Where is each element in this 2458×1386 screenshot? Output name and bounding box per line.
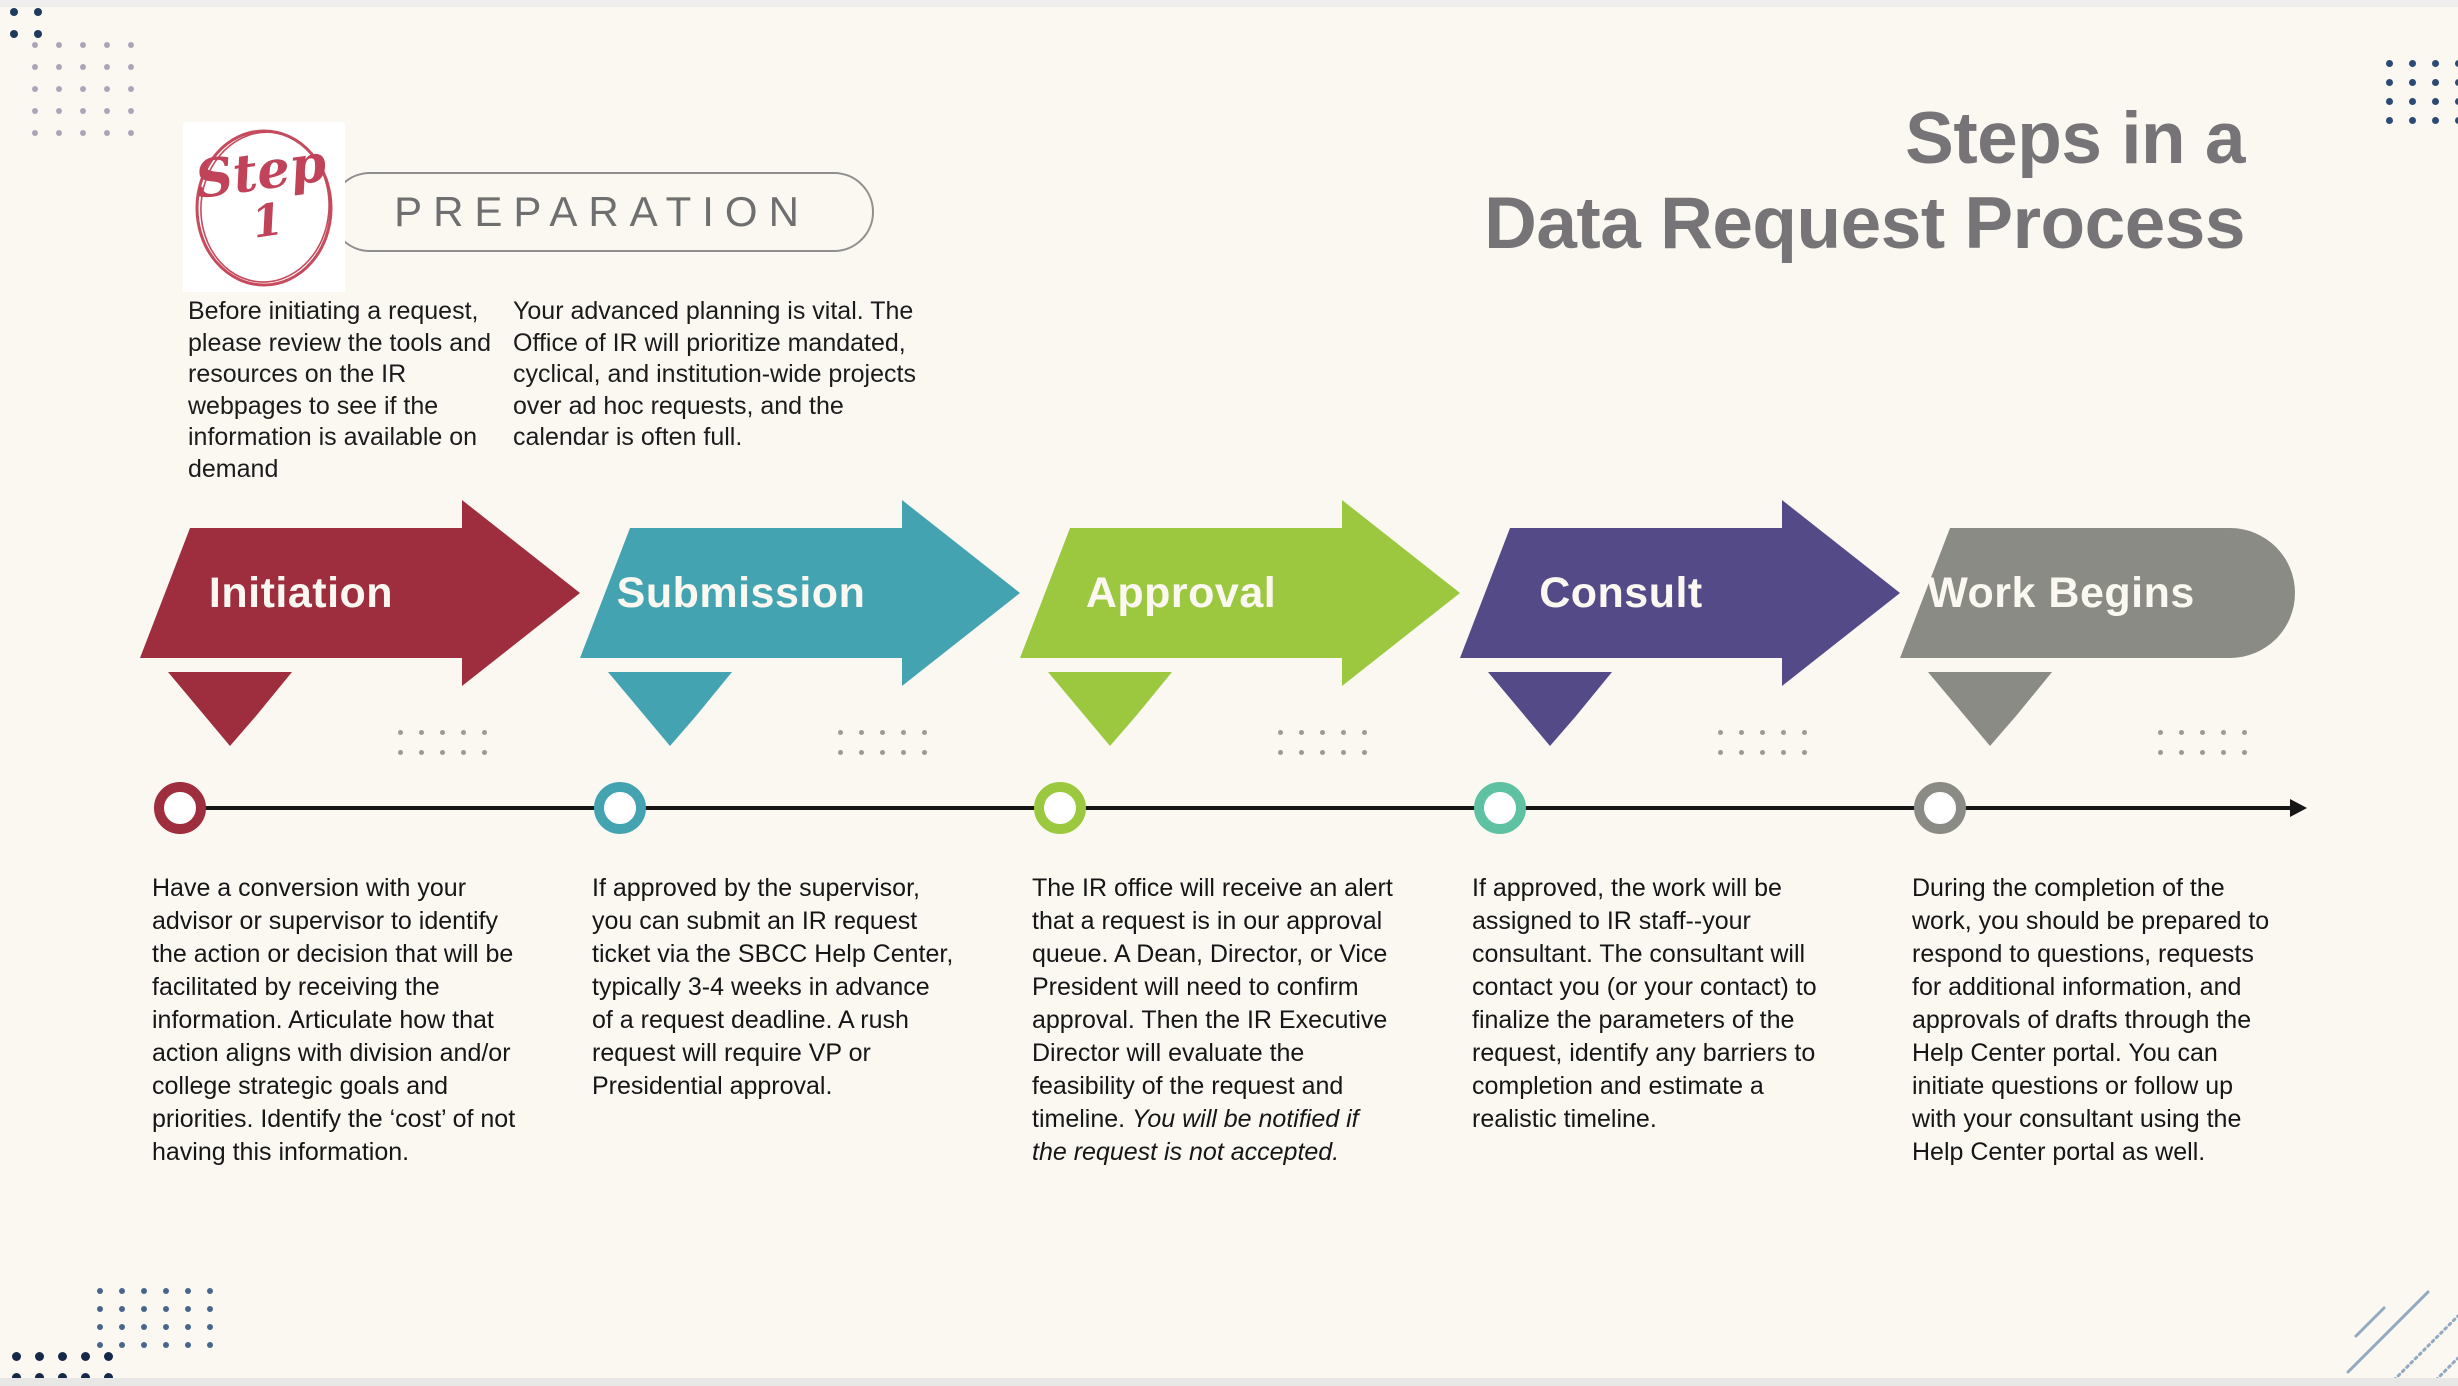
top-edge-strip (0, 0, 2458, 7)
intro-paragraph-right: Your advanced planning is vital. The Off… (513, 297, 916, 451)
step-label: Approval (1085, 568, 1277, 617)
step-section-initiation: Initiation Have a conversion with your a… (140, 500, 600, 1386)
step-description-text: The IR office will receive an alert that… (1032, 874, 1393, 1133)
step-section-submission: Submission If approved by the supervisor… (580, 500, 1040, 1386)
step-description: The IR office will receive an alert that… (1032, 872, 1396, 1169)
step-section-work-begins: Work Begins During the completion of the… (1900, 500, 2360, 1386)
step-description: If approved by the supervisor, you can s… (592, 872, 956, 1103)
step-1-badge: Step 1 (183, 122, 345, 292)
process-arrow-icon (1460, 500, 1900, 746)
step-section-approval: Approval The IR office will receive an a… (1020, 500, 1480, 1386)
step-description-italic: You will be notified if the request is n… (1032, 1105, 1359, 1166)
dot-grid-decoration (1718, 730, 1807, 755)
step-label: Work Begins (1927, 568, 2195, 617)
preparation-pill: PREPARATION (330, 172, 874, 252)
process-arrow-icon (1020, 500, 1460, 746)
timeline-node-icon (1034, 782, 1086, 834)
page-title-line1: Steps in a (1905, 98, 2245, 179)
intro-paragraph-left: Before initiating a request, please revi… (188, 297, 491, 483)
timeline-node-icon (1474, 782, 1526, 834)
dot-grid-decoration (838, 730, 927, 755)
timeline-node-icon (154, 782, 206, 834)
dot-grid-decoration (97, 1288, 213, 1348)
dot-grid-decoration (398, 730, 487, 755)
page-title-line2: Data Request Process (1484, 183, 2245, 265)
step-label: Consult (1539, 568, 1703, 617)
dot-grid-decoration (1278, 730, 1367, 755)
timeline-node-icon (594, 782, 646, 834)
page-title: Steps in a Data Request Process (1484, 96, 2245, 267)
diagonal-lines-decoration (2346, 1290, 2458, 1380)
step-description-text: During the completion of the work, you s… (1912, 874, 2270, 1166)
dot-grid-decoration (10, 8, 42, 38)
dot-grid-decoration (12, 1352, 113, 1382)
process-arrow-icon (140, 500, 580, 746)
timeline-line (180, 806, 2292, 810)
dot-grid-decoration (2386, 60, 2458, 124)
step-label: Initiation (208, 568, 394, 617)
process-banner-icon (1900, 528, 2295, 746)
bottom-edge-strip (0, 1378, 2458, 1386)
timeline-arrowhead-icon (2290, 799, 2307, 817)
step-description-text: If approved, the work will be assigned t… (1472, 874, 1817, 1133)
timeline-node-icon (1914, 782, 1966, 834)
step-description: During the completion of the work, you s… (1912, 872, 2276, 1169)
hand-drawn-circle-icon (195, 129, 333, 287)
dot-grid-decoration (32, 42, 134, 136)
preparation-label: PREPARATION (394, 188, 810, 235)
process-arrow-icon (580, 500, 1020, 746)
step-label: Submission (616, 568, 866, 617)
step-section-consult: Consult If approved, the work will be as… (1460, 500, 1920, 1386)
step-description: Have a conversion with your advisor or s… (152, 872, 516, 1169)
step-description-text: Have a conversion with your advisor or s… (152, 874, 516, 1166)
step-description: If approved, the work will be assigned t… (1472, 872, 1836, 1136)
step-description-text: If approved by the supervisor, you can s… (592, 874, 954, 1100)
dot-grid-decoration (2158, 730, 2247, 755)
